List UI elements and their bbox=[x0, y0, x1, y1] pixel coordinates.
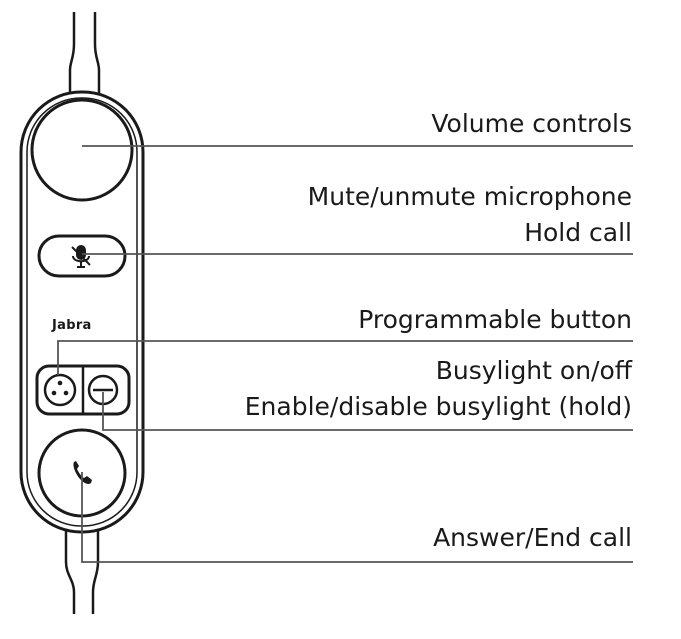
mic-mute-icon bbox=[71, 245, 91, 268]
phone-icon bbox=[73, 461, 92, 484]
volume-wheel[interactable] bbox=[30, 98, 134, 202]
label-volume-controls: Volume controls bbox=[431, 109, 632, 138]
leader-busylight bbox=[102, 392, 633, 431]
leader-lines bbox=[57, 145, 633, 563]
label-busylight: Busylight on/off bbox=[435, 356, 632, 385]
label-busylight-hold: Enable/disable busylight (hold) bbox=[244, 392, 632, 421]
leader-programmable bbox=[57, 340, 633, 375]
brand-logo: Jabra bbox=[51, 318, 92, 333]
label-answer-end: Answer/End call bbox=[433, 523, 632, 552]
cable-top bbox=[68, 12, 101, 96]
programmable-button[interactable] bbox=[43, 373, 77, 407]
leader-answer bbox=[81, 472, 633, 563]
label-hold: Hold call bbox=[524, 218, 632, 247]
label-mute: Mute/unmute microphone bbox=[307, 182, 632, 211]
programmable-dots-icon bbox=[51, 380, 69, 396]
label-programmable: Programmable button bbox=[358, 305, 632, 334]
